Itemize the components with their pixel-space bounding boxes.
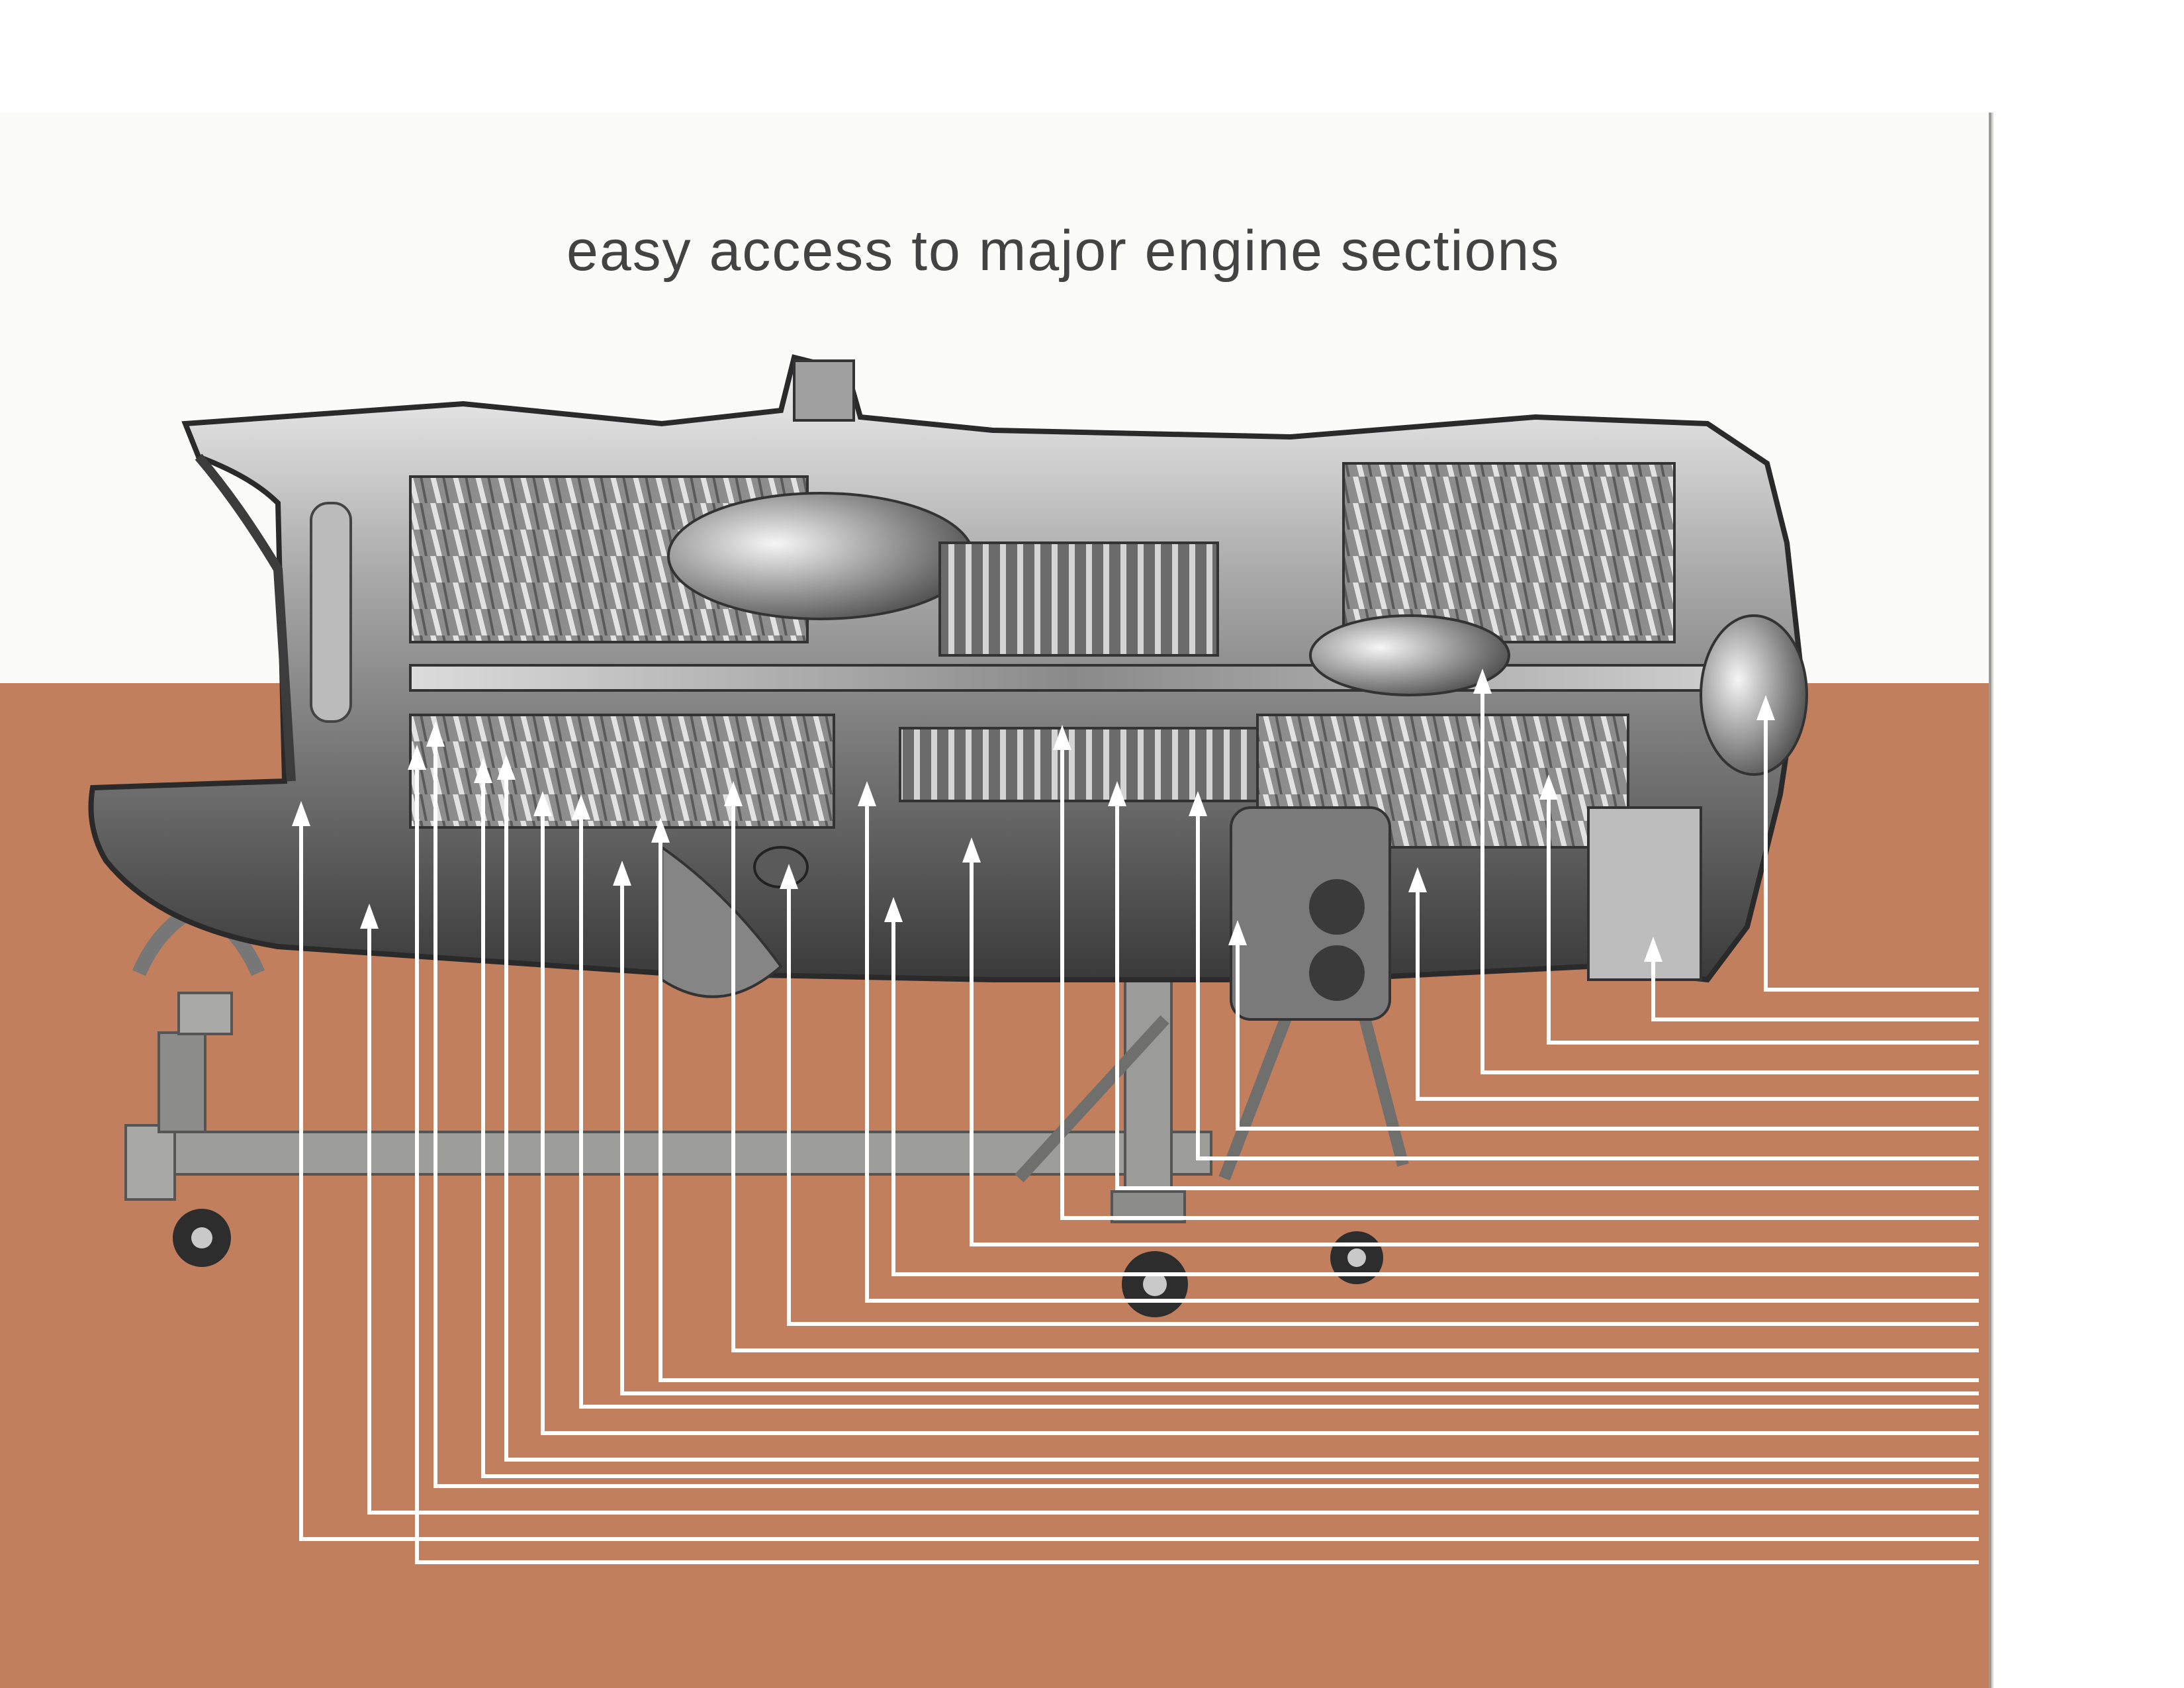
leader-line: [970, 860, 1979, 1246]
leader-line: [620, 883, 1979, 1395]
leader-line: [891, 919, 1979, 1276]
leader-arrowhead: [613, 861, 631, 886]
leader-arrowhead: [858, 781, 876, 806]
leader-line: [367, 926, 1979, 1515]
leader-arrowhead: [962, 837, 981, 863]
leader-arrowhead: [724, 781, 743, 806]
leader-arrowhead: [1228, 920, 1247, 945]
leader-arrowhead: [1408, 867, 1427, 892]
leader-line: [1547, 797, 1979, 1045]
leader-line: [1651, 959, 1979, 1021]
leader-arrowhead: [292, 801, 310, 826]
leader-arrowhead: [884, 897, 903, 922]
leader-line: [541, 814, 1979, 1435]
leader-arrowhead: [1756, 695, 1775, 720]
leader-arrowhead: [780, 864, 798, 889]
leader-line: [1236, 943, 1979, 1131]
leader-arrowhead: [1053, 725, 1071, 750]
leader-line: [481, 780, 1979, 1478]
leader-line: [1416, 890, 1979, 1101]
leader-line: [731, 804, 1979, 1352]
leader-line: [1480, 691, 1979, 1074]
leader-line: [579, 817, 1979, 1409]
leader-arrowhead: [533, 791, 552, 816]
leader-line: [1196, 814, 1979, 1160]
leader-arrowhead: [360, 904, 379, 929]
leader-arrowhead: [1108, 781, 1126, 806]
leader-line: [1115, 804, 1979, 1190]
leader-arrowhead: [1644, 937, 1662, 962]
jet-engine-cutaway: [88, 354, 1808, 1021]
page-headline: easy access to major engine sections: [567, 219, 1561, 283]
leader-arrowhead: [497, 755, 516, 780]
leader-arrowhead: [1539, 774, 1558, 800]
leader-line: [504, 777, 1979, 1462]
leader-arrowhead: [408, 745, 426, 770]
leader-arrowhead: [474, 758, 492, 783]
leader-arrowhead: [651, 818, 670, 843]
leader-arrowhead: [1473, 669, 1492, 694]
leader-line: [433, 744, 1979, 1488]
leader-line: [787, 886, 1979, 1326]
leader-arrowhead: [1189, 791, 1207, 816]
leader-line: [1764, 718, 1979, 992]
callout-leader-lines: [292, 669, 1979, 1564]
leader-arrowhead: [426, 722, 445, 747]
leader-line: [299, 823, 1979, 1541]
leader-line: [1060, 747, 1979, 1220]
leader-line: [865, 804, 1979, 1303]
leader-arrowhead: [572, 794, 590, 820]
leader-line: [415, 767, 1979, 1564]
leader-line: [659, 840, 1979, 1382]
